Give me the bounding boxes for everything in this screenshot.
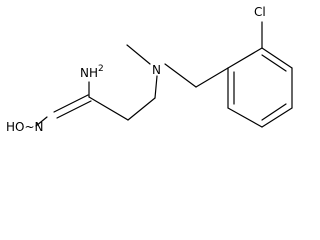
bond-benzyl-ring bbox=[195, 67, 229, 88]
bond-c-ch2 bbox=[88, 96, 129, 121]
label-amine: NH2 bbox=[80, 64, 104, 80]
bond-c-n-double-a bbox=[53, 94, 89, 113]
bond-o-n bbox=[35, 116, 48, 127]
label-hydroxyimino: HO~N bbox=[6, 120, 44, 134]
ring-bond-2 bbox=[261, 47, 293, 69]
ring-double-1 bbox=[261, 54, 287, 72]
bond-ch2-ch2 bbox=[127, 97, 156, 121]
label-chlorine: Cl bbox=[254, 5, 266, 19]
label-amine-nh: NH bbox=[80, 66, 98, 80]
label-hydroxyimino-n: N bbox=[35, 120, 44, 134]
ring-double-2 bbox=[261, 103, 287, 121]
label-amine-subscript: 2 bbox=[98, 64, 104, 74]
label-hydroxyimino-dash: ~ bbox=[24, 120, 34, 134]
ring-bond-1 bbox=[227, 47, 263, 69]
bond-n-benzyl bbox=[164, 63, 197, 88]
label-hydroxyimino-ho: HO bbox=[6, 120, 24, 134]
ring-bond-5 bbox=[227, 107, 263, 128]
bond-ch2-n bbox=[154, 75, 158, 99]
bond-n-methyl bbox=[126, 44, 151, 65]
bond-c-n-double-b bbox=[56, 100, 92, 119]
structure-diagram: Cl N NH2 HO~N bbox=[6, 5, 293, 134]
ring-bond-4 bbox=[261, 107, 293, 128]
label-tertiary-nitrogen: N bbox=[152, 63, 161, 77]
